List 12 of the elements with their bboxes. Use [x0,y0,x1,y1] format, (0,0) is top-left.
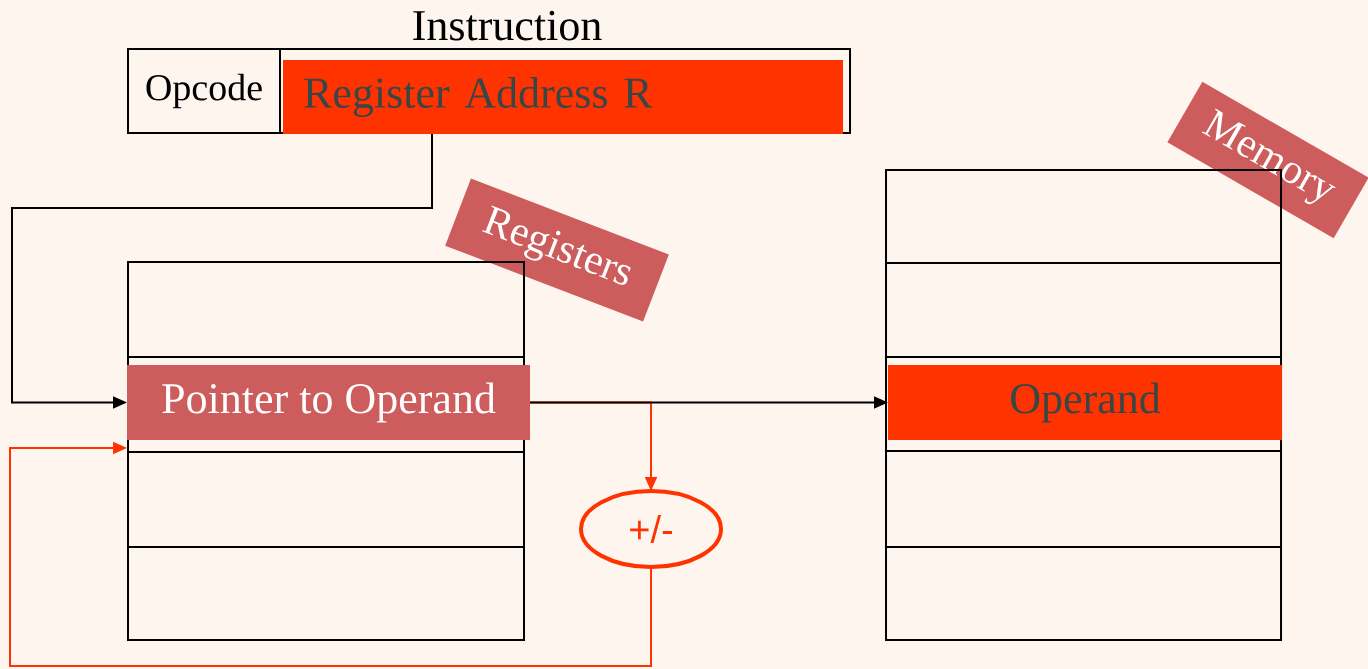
opcode-cell: Opcode [127,48,281,134]
memory-cell [885,450,1283,548]
node-label: Instruction [413,10,602,41]
arrow [9,441,652,667]
register-cell: Pointer to Operand [127,356,530,453]
memory-cell [885,262,1283,358]
register-cell [127,546,525,641]
register-cell [127,451,525,548]
operand-cell: Operand [885,356,1283,452]
highlighted-field: Register Address R [283,60,843,134]
arrow [11,133,433,409]
memory-cell [885,546,1283,641]
